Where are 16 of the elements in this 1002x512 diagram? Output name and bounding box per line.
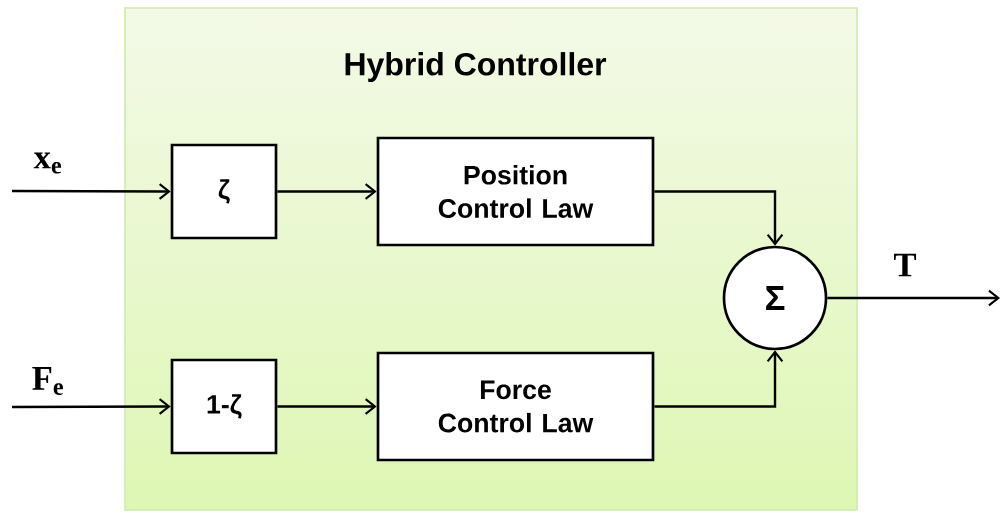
signal-label: F$_{e}$: [32, 367, 63, 395]
gain-box: ζ: [170, 143, 278, 240]
arrow: [12, 398, 171, 415]
arrow: [277, 398, 377, 415]
control-law-box: Position Control Law: [376, 136, 655, 247]
arrow: [12, 183, 171, 200]
summing-junction: Σ: [722, 245, 828, 351]
panel-title: Hybrid Controller: [345, 52, 607, 82]
arrow: [827, 289, 1000, 307]
arrow: [654, 350, 784, 408]
arrow: [277, 183, 377, 200]
control-law-box: Force Control Law: [376, 351, 655, 462]
arrow: [654, 190, 784, 246]
signal-label: x$_{e}$: [33, 152, 62, 174]
signal-label: T: [894, 253, 917, 277]
gain-box: 1-ζ: [170, 358, 278, 455]
